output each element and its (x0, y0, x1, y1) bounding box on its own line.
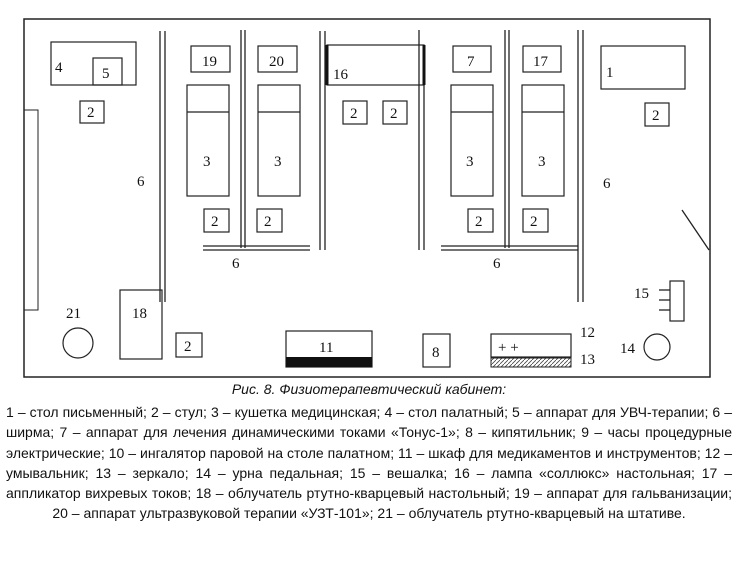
cabinet-shaded-strip (286, 357, 372, 367)
label-2: 2 (211, 214, 219, 230)
label-5: 5 (102, 66, 110, 82)
label-3: 3 (538, 154, 546, 170)
label-19: 19 (202, 54, 217, 70)
item-15-coat-rack (669, 280, 685, 322)
item-7-tonus-apparatus (452, 45, 492, 73)
item-20-ultrasound-apparatus (257, 45, 298, 73)
item-2-chair (382, 100, 408, 125)
label-2: 2 (350, 106, 358, 122)
label-3: 3 (203, 154, 211, 170)
item-2-chair (79, 100, 105, 124)
item-2-chair (522, 208, 549, 233)
item-5-uhf-apparatus (92, 57, 123, 86)
label-2: 2 (475, 214, 483, 230)
washbasin-taps: + + (498, 340, 519, 356)
item-2-chair (467, 208, 494, 233)
item-3-couch (257, 84, 301, 197)
door-swing (681, 209, 710, 251)
label-1: 1 (606, 65, 614, 81)
item-13-mirror (490, 357, 572, 368)
label-2: 2 (530, 214, 538, 230)
item-1-desk (600, 45, 686, 90)
label-12: 12 (580, 325, 595, 341)
label-11: 11 (319, 340, 333, 356)
label-2: 2 (264, 214, 272, 230)
item-3-couch (521, 84, 565, 197)
left-wall-panel (23, 109, 39, 311)
item-12-washbasin (490, 333, 572, 358)
label-7: 7 (467, 54, 475, 70)
label-8: 8 (432, 345, 440, 361)
label-14: 14 (620, 341, 636, 357)
label-6: 6 (603, 176, 611, 192)
floor-plan: 4 5 2 6 19 20 3 3 2 2 6 16 2 2 7 17 (23, 18, 711, 378)
item-14-pedal-bin (643, 333, 671, 361)
item-2-chair (342, 100, 368, 125)
label-2: 2 (652, 108, 660, 124)
item-3-couch (450, 84, 494, 197)
label-18: 18 (132, 306, 147, 322)
label-4: 4 (55, 60, 63, 76)
label-3: 3 (466, 154, 474, 170)
label-16: 16 (333, 67, 349, 83)
item-2-chair (203, 208, 230, 233)
label-2: 2 (87, 105, 95, 121)
label-15: 15 (634, 286, 649, 302)
item-8-boiler (422, 333, 451, 368)
label-20: 20 (269, 54, 284, 70)
label-17: 17 (533, 54, 549, 70)
label-6: 6 (493, 256, 501, 272)
item-2-chair (175, 332, 203, 358)
item-21-quartz-irradiator-stand (62, 327, 94, 359)
label-21: 21 (66, 306, 81, 322)
item-2-chair (256, 208, 283, 233)
label-6: 6 (232, 256, 240, 272)
label-3: 3 (274, 154, 282, 170)
figure-legend: 1 – стол письменный; 2 – стул; 3 – кушет… (6, 404, 732, 522)
label-6: 6 (137, 174, 145, 190)
figure-caption: Рис. 8. Физиотерапевтический кабинет: (231, 381, 507, 397)
label-2: 2 (184, 339, 192, 355)
item-18-quartz-irradiator-table (119, 289, 163, 360)
label-13: 13 (580, 352, 595, 368)
item-3-couch (186, 84, 230, 197)
item-2-chair (644, 102, 670, 127)
label-2: 2 (390, 106, 398, 122)
item-19-galvanization-apparatus (190, 45, 231, 73)
item-17-eddy-current-applicator (522, 45, 562, 73)
